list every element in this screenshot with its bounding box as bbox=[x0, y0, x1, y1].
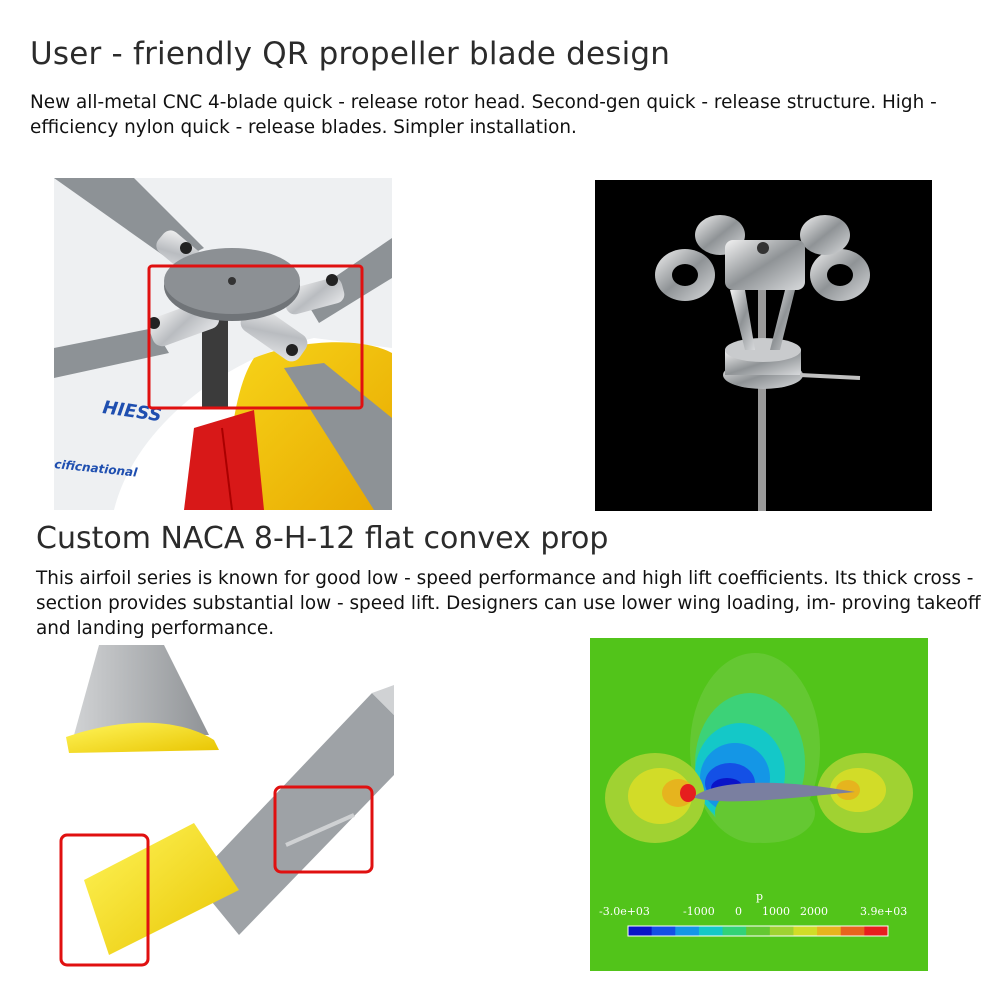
colorbar-segment bbox=[628, 926, 653, 936]
colorbar-segment bbox=[840, 926, 865, 936]
colorbar-segment bbox=[746, 926, 771, 936]
section-heading-qr-design: User - friendly QR propeller blade desig… bbox=[30, 36, 671, 72]
colorbar-segment bbox=[722, 926, 747, 936]
colorbar-segment bbox=[769, 926, 794, 936]
section-body-naca: This airfoil series is known for good lo… bbox=[36, 568, 981, 639]
legend-tick-6: 3.9e+03 bbox=[860, 905, 907, 918]
rotor-head-render bbox=[595, 180, 932, 511]
legend-tick-2: -1000 bbox=[683, 905, 715, 918]
rotor-head-photo: HIESS cificnational bbox=[54, 178, 392, 510]
rotor-highlight-box bbox=[147, 264, 364, 410]
colorbar-segment bbox=[817, 926, 842, 936]
legend-title: p bbox=[756, 890, 763, 903]
legend-tick-4: 1000 bbox=[762, 905, 790, 918]
colorbar-segment bbox=[864, 926, 889, 936]
legend-colorbar bbox=[628, 926, 889, 936]
section-heading-naca: Custom NACA 8-H-12 flat convex prop bbox=[36, 521, 609, 556]
section-body-qr-design: New all-metal CNC 4-blade quick - releas… bbox=[30, 92, 937, 138]
cfd-pressure-plot: p -3.0e+03 -1000 0 1000 2000 3.9e+03 bbox=[590, 638, 928, 971]
colorbar-segment bbox=[698, 926, 724, 936]
legend-tick-5: 2000 bbox=[800, 905, 828, 918]
colorbar-segment bbox=[675, 926, 700, 936]
legend-tick-1: -3.0e+03 bbox=[599, 905, 650, 918]
legend-tick-3: 0 bbox=[735, 905, 742, 918]
colorbar-segment bbox=[793, 926, 818, 936]
blade-closeup-photo bbox=[54, 645, 394, 975]
colorbar-segment bbox=[651, 926, 676, 936]
